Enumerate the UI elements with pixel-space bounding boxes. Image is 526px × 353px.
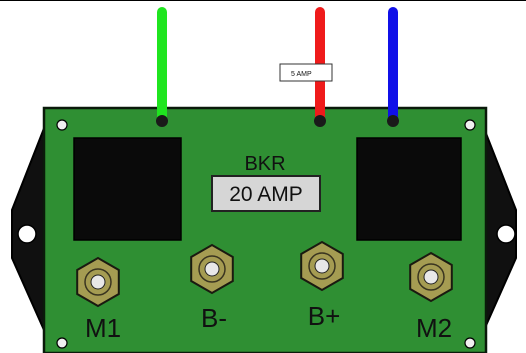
terminal-label: B- bbox=[201, 303, 227, 333]
breaker-heading: BKR bbox=[244, 153, 285, 175]
wire-fuse-tag-text: 5 AMP bbox=[291, 71, 312, 78]
terminals-group: M1 B- B+ M2 bbox=[76, 240, 453, 343]
terminal-washer bbox=[198, 255, 226, 283]
terminal-stud bbox=[204, 261, 220, 277]
terminal-washer bbox=[308, 252, 336, 280]
terminal-washer bbox=[417, 263, 445, 291]
corner-screw-top-left bbox=[56, 119, 68, 131]
terminal-stud bbox=[314, 258, 330, 274]
breaker-rating-box bbox=[211, 175, 321, 212]
terminal-washer bbox=[84, 268, 112, 296]
blue-wire-termination bbox=[387, 115, 399, 127]
red-wire-termination bbox=[314, 115, 326, 127]
terminal-label: M2 bbox=[416, 313, 452, 343]
breaker-rating: 20 AMP bbox=[229, 183, 303, 206]
corner-screw-bottom-left bbox=[56, 337, 68, 349]
corner-screw-bottom-right bbox=[464, 337, 476, 349]
terminal-label: M1 bbox=[85, 313, 121, 343]
left-mounting-hole bbox=[17, 224, 37, 244]
terminal-stud bbox=[423, 269, 439, 285]
corner-screw-top-right bbox=[464, 119, 476, 131]
right-mounting-hole bbox=[496, 224, 516, 244]
relay-block-right bbox=[356, 137, 462, 241]
terminal-stud bbox=[90, 274, 106, 290]
green-wire-termination bbox=[156, 115, 168, 127]
relay-block-left bbox=[73, 137, 182, 241]
wire-fuse-tag: 5 AMP bbox=[279, 63, 333, 82]
terminal-label: B+ bbox=[308, 301, 341, 331]
